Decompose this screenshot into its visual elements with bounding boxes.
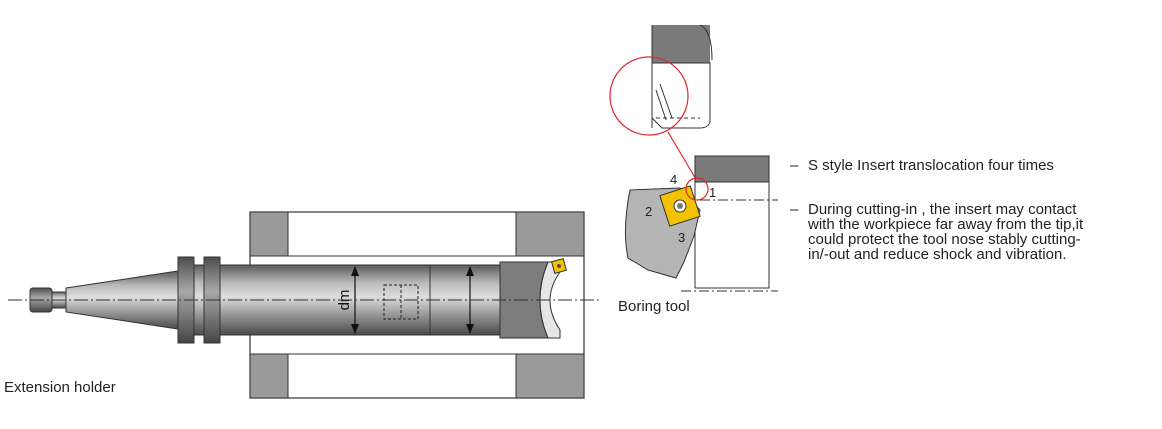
note-2: – During cutting-in , the insert may con… [790, 202, 1162, 274]
detail-insert: 1 2 3 4 [624, 155, 778, 292]
detail-tip-flank [659, 83, 673, 119]
detail-tip [609, 24, 713, 187]
detail-tip-body [651, 62, 711, 129]
extension-holder-label: Extension holder [4, 379, 116, 396]
insert-position-1: 1 [709, 185, 716, 200]
note-1-line-1: S style Insert translocation four times [808, 157, 1054, 174]
detail-insert-screw-core [677, 203, 683, 209]
workpiece-wall-top-left [249, 211, 289, 257]
bore-arrow-bottom [466, 324, 474, 334]
note-1: – S style Insert translocation four time… [790, 158, 1162, 176]
detail-tip-flank-2 [655, 89, 667, 121]
dm-arrow-bottom [351, 324, 359, 334]
note-2-line-3: could protect the tool nose stably cutti… [808, 231, 1081, 248]
bore-arrow-top [466, 266, 474, 276]
insert-position-3: 3 [678, 230, 685, 245]
boring-head-face [539, 261, 561, 339]
insert-screw-small [557, 264, 561, 268]
magnifier-circle-large [609, 56, 689, 136]
note-1-dash: – [790, 157, 799, 174]
detail-workpiece-top [694, 155, 770, 183]
note-2-line-2: with the workpiece far away from the tip… [808, 216, 1084, 233]
detail-workpiece-body [694, 181, 770, 289]
detail-tip-shank [652, 25, 710, 63]
insert-position-2: 2 [645, 204, 652, 219]
detail-tip-curve [699, 24, 713, 61]
boring-tool-label: Boring tool [618, 298, 690, 315]
note-2-line-1: During cutting-in , the insert may conta… [808, 201, 1077, 218]
workpiece-wall-bottom-right [515, 353, 585, 399]
workpiece-wall-bottom-left [249, 353, 289, 399]
dm-arrow-top [351, 266, 359, 276]
magnifier-circle-small [685, 177, 709, 201]
note-2-line-4: in/-out and reduce shock and vibration. [808, 246, 1067, 263]
workpiece-wall-top-right [515, 211, 585, 257]
note-2-dash: – [790, 201, 799, 218]
insert-position-4: 4 [670, 172, 677, 187]
